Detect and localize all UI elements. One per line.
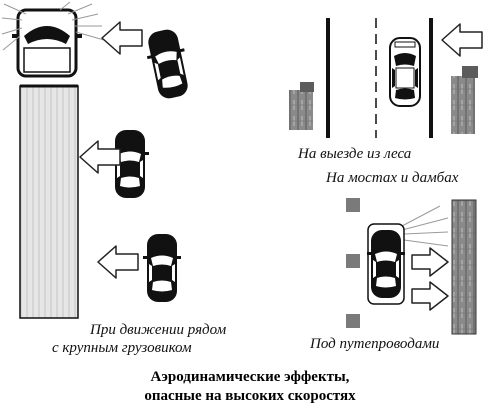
figure-title-line1: Аэродинамические эффекты,: [150, 369, 350, 385]
truck-caption-line2: с крупным грузовиком: [52, 340, 192, 356]
wind-arrow-right-icon: [411, 247, 449, 277]
bridges-dams-caption: На мостах и дамбах: [326, 170, 459, 186]
overpass-caption: Под путепроводами: [310, 336, 440, 352]
truck-panel: [1, 1, 194, 319]
forest-exit-caption: На выезде из леса: [298, 146, 412, 162]
wind-rays: [401, 205, 449, 247]
car-icon: [143, 234, 181, 302]
wind-rays: [1, 1, 105, 51]
forest-exit-panel: [289, 18, 483, 138]
wind-arrow-right-icon: [411, 281, 449, 311]
overpass-wall: [451, 199, 477, 335]
truck-caption-line1: При движении рядом: [90, 322, 227, 338]
car-icon: [142, 26, 194, 102]
truck-trailer: [19, 84, 79, 319]
truck-cab: [12, 8, 82, 78]
overpass-pillars: [346, 198, 360, 328]
car-white-icon: [389, 37, 421, 107]
forest-trees: [289, 66, 478, 134]
figure-title-line2: опасные на высоких скоростях: [144, 388, 356, 404]
wind-arrow-left-icon: [441, 23, 483, 57]
overpass-panel: [346, 198, 477, 335]
wind-arrow-left-icon: [79, 140, 121, 174]
wind-arrow-left-icon: [97, 245, 139, 279]
wind-arrow-left-icon: [101, 21, 143, 55]
car-icon: [367, 223, 405, 305]
